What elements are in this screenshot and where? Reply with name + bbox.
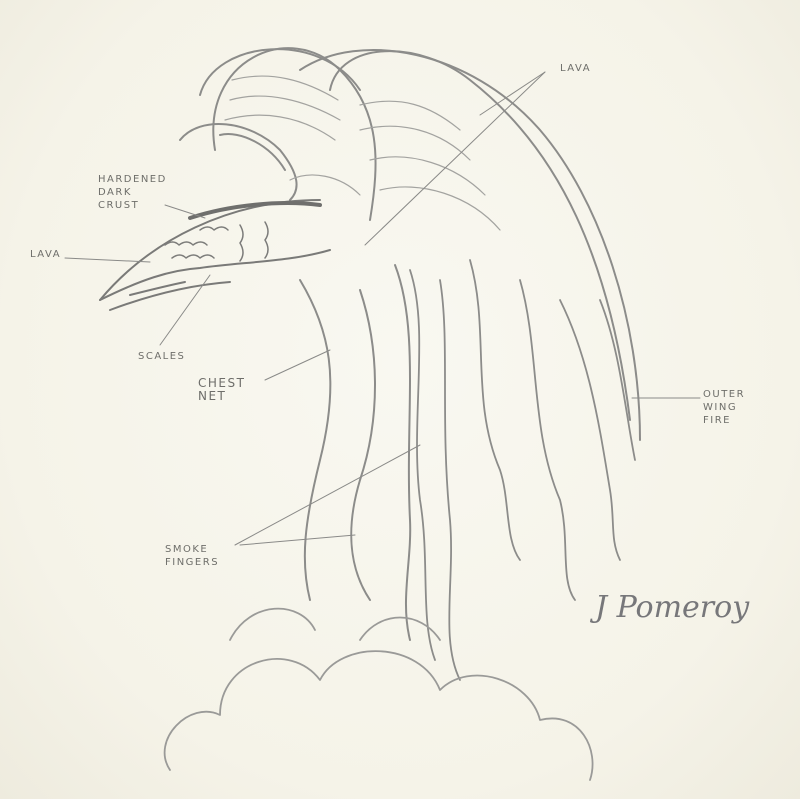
annotation-outer-wing-fire: OUTER WING FIRE xyxy=(703,389,746,426)
artist-signature: J Pomeroy xyxy=(595,590,750,625)
body-column xyxy=(299,264,412,641)
annotation-lava-top: LAVA xyxy=(560,63,592,74)
annotation-chest-net: CHEST NET xyxy=(198,376,246,403)
leader-lines xyxy=(64,71,701,546)
annotation-hardened-dark-crust: HARDENED DARK CRUST xyxy=(98,174,167,211)
creature-head xyxy=(99,199,331,311)
annotation-smoke-fingers: SMOKE FINGERS xyxy=(165,544,220,568)
smoke-cloud xyxy=(163,607,594,781)
annotation-scales: SCALES xyxy=(138,351,186,362)
head-scales xyxy=(164,221,269,262)
wing-feathers xyxy=(179,47,641,441)
wing-flame-tendrils xyxy=(409,259,636,681)
feather-contours xyxy=(224,75,501,231)
annotation-lava-left: LAVA xyxy=(30,249,62,260)
